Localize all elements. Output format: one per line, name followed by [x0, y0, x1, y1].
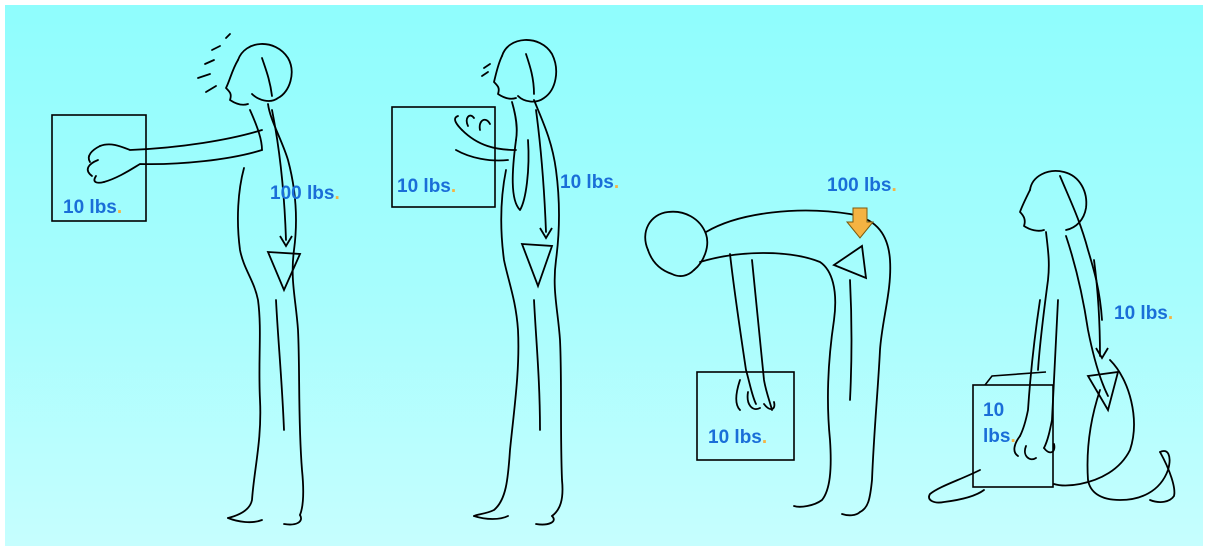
figure-3-bent-over: [645, 211, 890, 516]
center-of-gravity-marker-1: [268, 252, 300, 290]
box-weight-label-2: 10 lbs.: [397, 177, 456, 196]
figure-1-arms-extended: [88, 34, 304, 525]
center-of-gravity-marker-4: [1088, 372, 1118, 410]
load-label-2: 10 lbs.: [560, 173, 619, 192]
center-of-gravity-marker-2: [522, 244, 552, 286]
load-label-1: 100 lbs.: [270, 184, 340, 203]
pressure-arrow-icon: [847, 208, 873, 238]
load-label-4: 10 lbs.: [1114, 304, 1173, 323]
box-weight-label-4: 10 lbs.: [983, 398, 1016, 449]
load-label-3: 100 lbs.: [827, 176, 897, 195]
figure-2-box-close: [455, 40, 562, 525]
center-of-gravity-marker-3: [834, 246, 866, 278]
box-weight-label-3: 10 lbs.: [708, 428, 767, 447]
figure-4-kneeling: [929, 171, 1174, 503]
box-weight-label-1: 10 lbs.: [63, 198, 122, 217]
